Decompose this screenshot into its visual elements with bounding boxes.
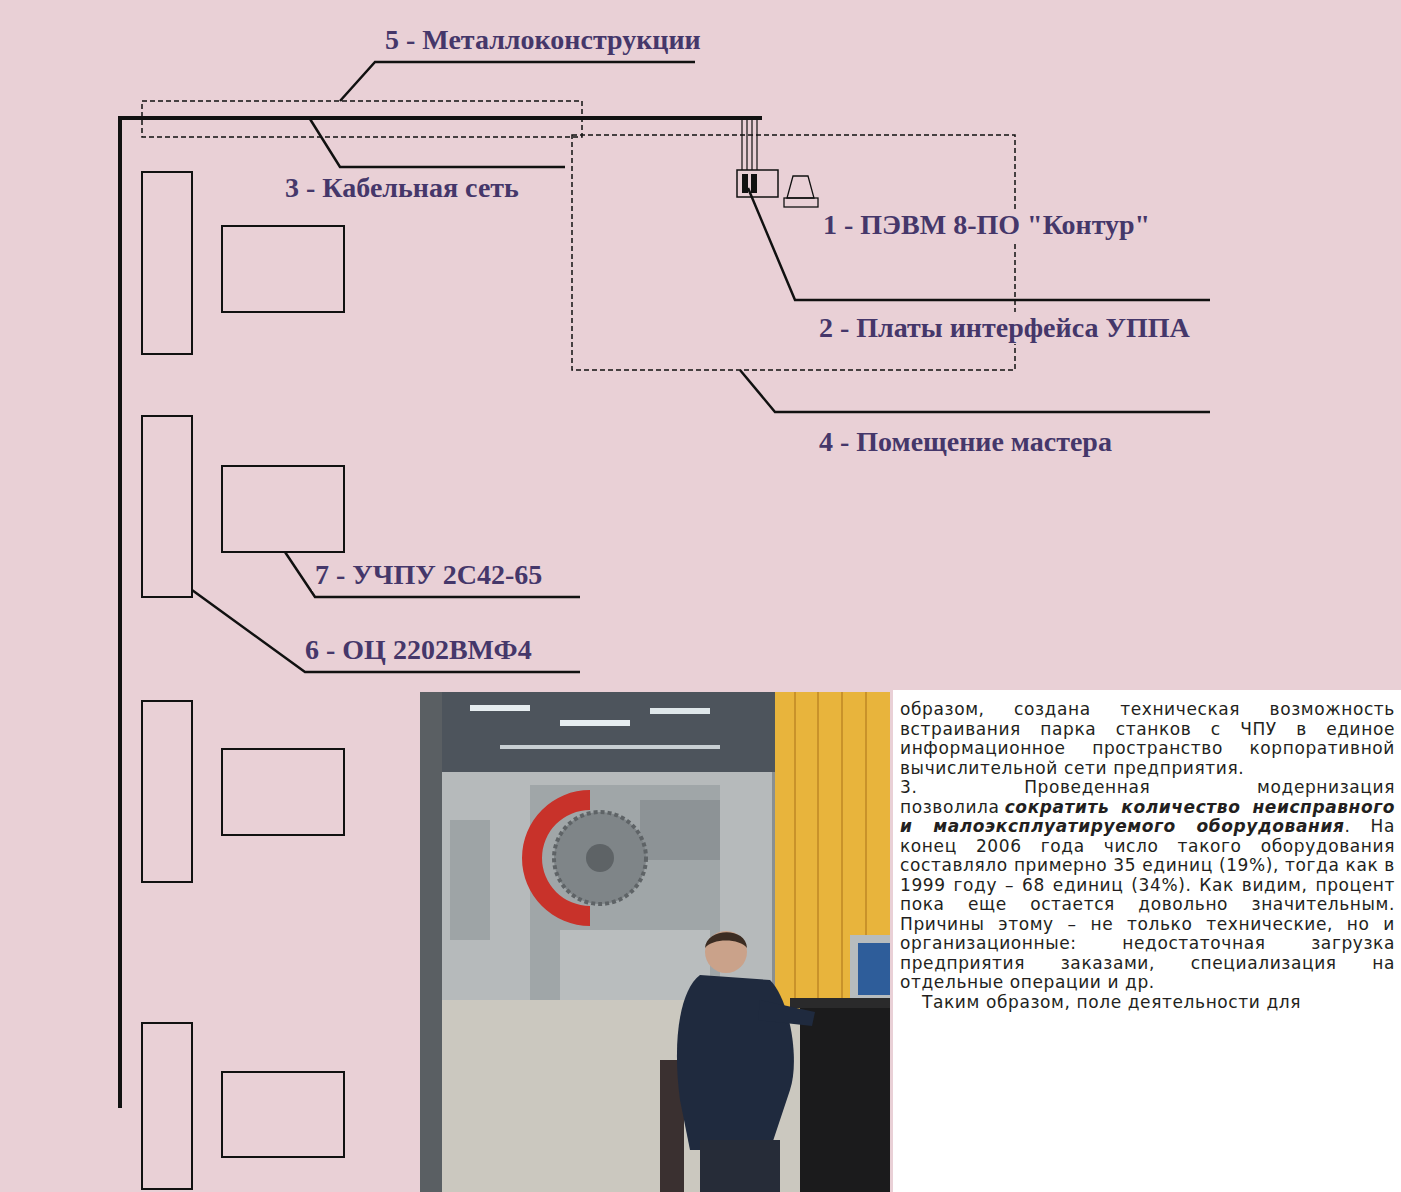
cnc-unit (222, 466, 344, 552)
photo-lamp (470, 705, 530, 711)
interface-board (751, 174, 757, 193)
cable-bus (120, 116, 762, 120)
callout-label: 6 - ОЦ 2202ВМФ4 (302, 634, 535, 666)
article-text: . На конец 2006 года число такого оборуд… (900, 816, 1395, 992)
article-paragraph: Таким образом, поле деятельности для (900, 993, 1395, 1013)
leader-line (740, 370, 1210, 412)
leader-line (192, 590, 580, 672)
photo-beam (500, 745, 720, 749)
wire (751, 118, 752, 170)
photo-person-legs (700, 1140, 780, 1192)
monitor-symbol (787, 176, 814, 198)
leader-line (285, 552, 580, 597)
callout-label: 5 - Металлоконструкции (382, 24, 704, 56)
callout-label: 1 - ПЭВМ 8-ПО "Контур" (820, 209, 1153, 241)
pc-unit (737, 170, 778, 197)
photo-machine-base (560, 930, 710, 1000)
callout-label: 3 - Кабельная сеть (282, 172, 522, 204)
article-column: образом, создана техническая возможность… (900, 700, 1395, 1012)
leader-line (340, 62, 695, 101)
article-paragraph: 3. Проведенная модернизация позволиласок… (900, 778, 1395, 993)
photo-person-head (705, 931, 747, 973)
callout-label: 4 - Помещение мастера (816, 426, 1115, 458)
photo-monitor-screen (858, 943, 890, 995)
photo-person-body (677, 975, 794, 1150)
photo-cutter-hub (586, 844, 614, 872)
photo-ground (420, 692, 890, 1192)
wire (741, 118, 742, 170)
machining-centre (142, 1023, 192, 1189)
photo-cutter-disc (554, 812, 646, 904)
interface-board (742, 174, 748, 193)
photo-lamp (560, 720, 630, 726)
cnc-unit (222, 749, 344, 835)
workshop-photo (420, 692, 890, 1192)
leader-line (310, 119, 565, 167)
photo-door-frame (420, 692, 442, 1192)
article-text: Таким образом, поле деятельности для (922, 992, 1301, 1012)
machining-centre (142, 172, 192, 354)
photo-desk-top (790, 998, 890, 1008)
photo-floor (442, 1000, 890, 1192)
photo-wall (442, 772, 772, 1002)
monitor-symbol (784, 198, 818, 207)
photo-person-hair (705, 932, 747, 948)
leader-line (748, 188, 1210, 300)
photo-person-arm (758, 1000, 815, 1026)
photo-curtain (775, 692, 890, 1012)
wire (746, 118, 747, 170)
machining-centre (142, 416, 192, 597)
article-paragraph: образом, создана техническая возможность… (900, 700, 1395, 778)
wire (756, 118, 757, 170)
photo-machine (640, 800, 720, 860)
photo-cabinet (450, 820, 490, 940)
callout-label: 2 - Платы интерфейса УППА (816, 312, 1193, 344)
article-text: образом, создана техническая возможность… (900, 699, 1395, 778)
cnc-unit (222, 226, 344, 312)
callout-label: 7 - УЧПУ 2С42-65 (312, 559, 545, 591)
machining-centre (142, 701, 192, 882)
photo-monitor (850, 935, 890, 1005)
cnc-unit (222, 1072, 344, 1157)
text-column-ground (893, 690, 1401, 1192)
photo-desk (800, 1005, 890, 1192)
cable-bus (118, 116, 122, 1108)
photo-lamp (650, 708, 710, 714)
